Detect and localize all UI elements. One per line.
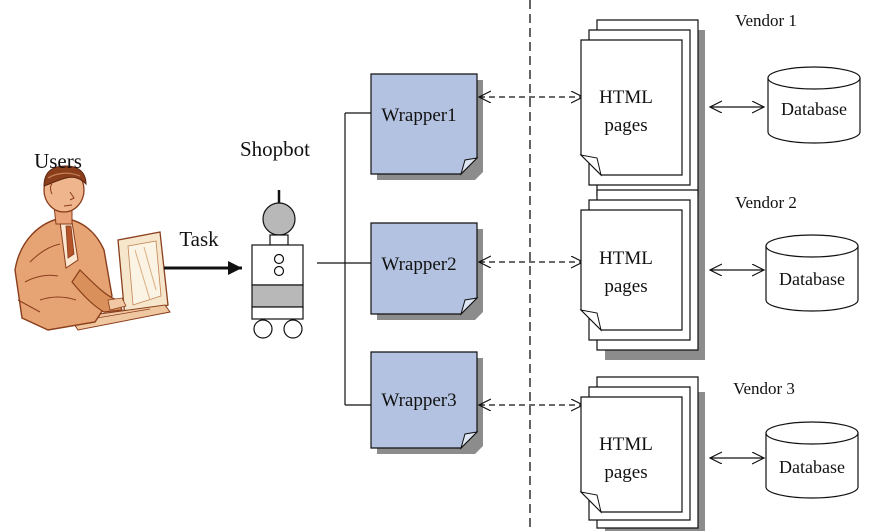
vendor-1-pages-line2: pages — [604, 115, 647, 136]
users-label: Users — [34, 149, 82, 173]
vendor-3-pages-line1: HTML — [599, 434, 653, 455]
vendor-3-label: Vendor 3 — [733, 379, 795, 398]
vendor-2-database-label: Database — [779, 269, 845, 289]
vendor-1-html-pages: HTML pages — [579, 19, 705, 205]
wrapper-1: Wrapper1 — [370, 73, 483, 180]
vendor-2-pages-line1: HTML — [599, 248, 653, 269]
vendor-3-database-label: Database — [779, 457, 845, 477]
wrapper-3-label: Wrapper3 — [381, 390, 456, 411]
vendor-2-html-pages: HTML pages — [579, 189, 705, 360]
shopbot-label: Shopbot — [240, 137, 310, 161]
user-icon — [14, 165, 171, 331]
vendor-1-pages-line1: HTML — [599, 87, 653, 108]
vendor-1-database-label: Database — [781, 99, 847, 119]
task-label: Task — [179, 227, 219, 251]
vendor-3-pages-line2: pages — [604, 462, 647, 483]
vendor-2-label: Vendor 2 — [735, 193, 797, 212]
shopbot-wrapper-connector — [317, 112, 371, 406]
shopbot-robot-icon — [251, 190, 304, 339]
wrapper-3: Wrapper3 — [370, 351, 483, 454]
vendor-2-pages-line2: pages — [604, 276, 647, 297]
wrapper-2: Wrapper2 — [370, 222, 483, 320]
vendor-1-database-icon: Database — [767, 66, 861, 144]
vendor-3-html-pages: HTML pages — [579, 376, 705, 531]
vendor-3-database-icon: Database — [765, 421, 859, 499]
wrapper-1-label: Wrapper1 — [381, 105, 456, 126]
wrapper-2-label: Wrapper2 — [381, 254, 456, 275]
vendor-1-label: Vendor 1 — [735, 11, 797, 30]
vendor-2-database-icon: Database — [765, 234, 859, 312]
